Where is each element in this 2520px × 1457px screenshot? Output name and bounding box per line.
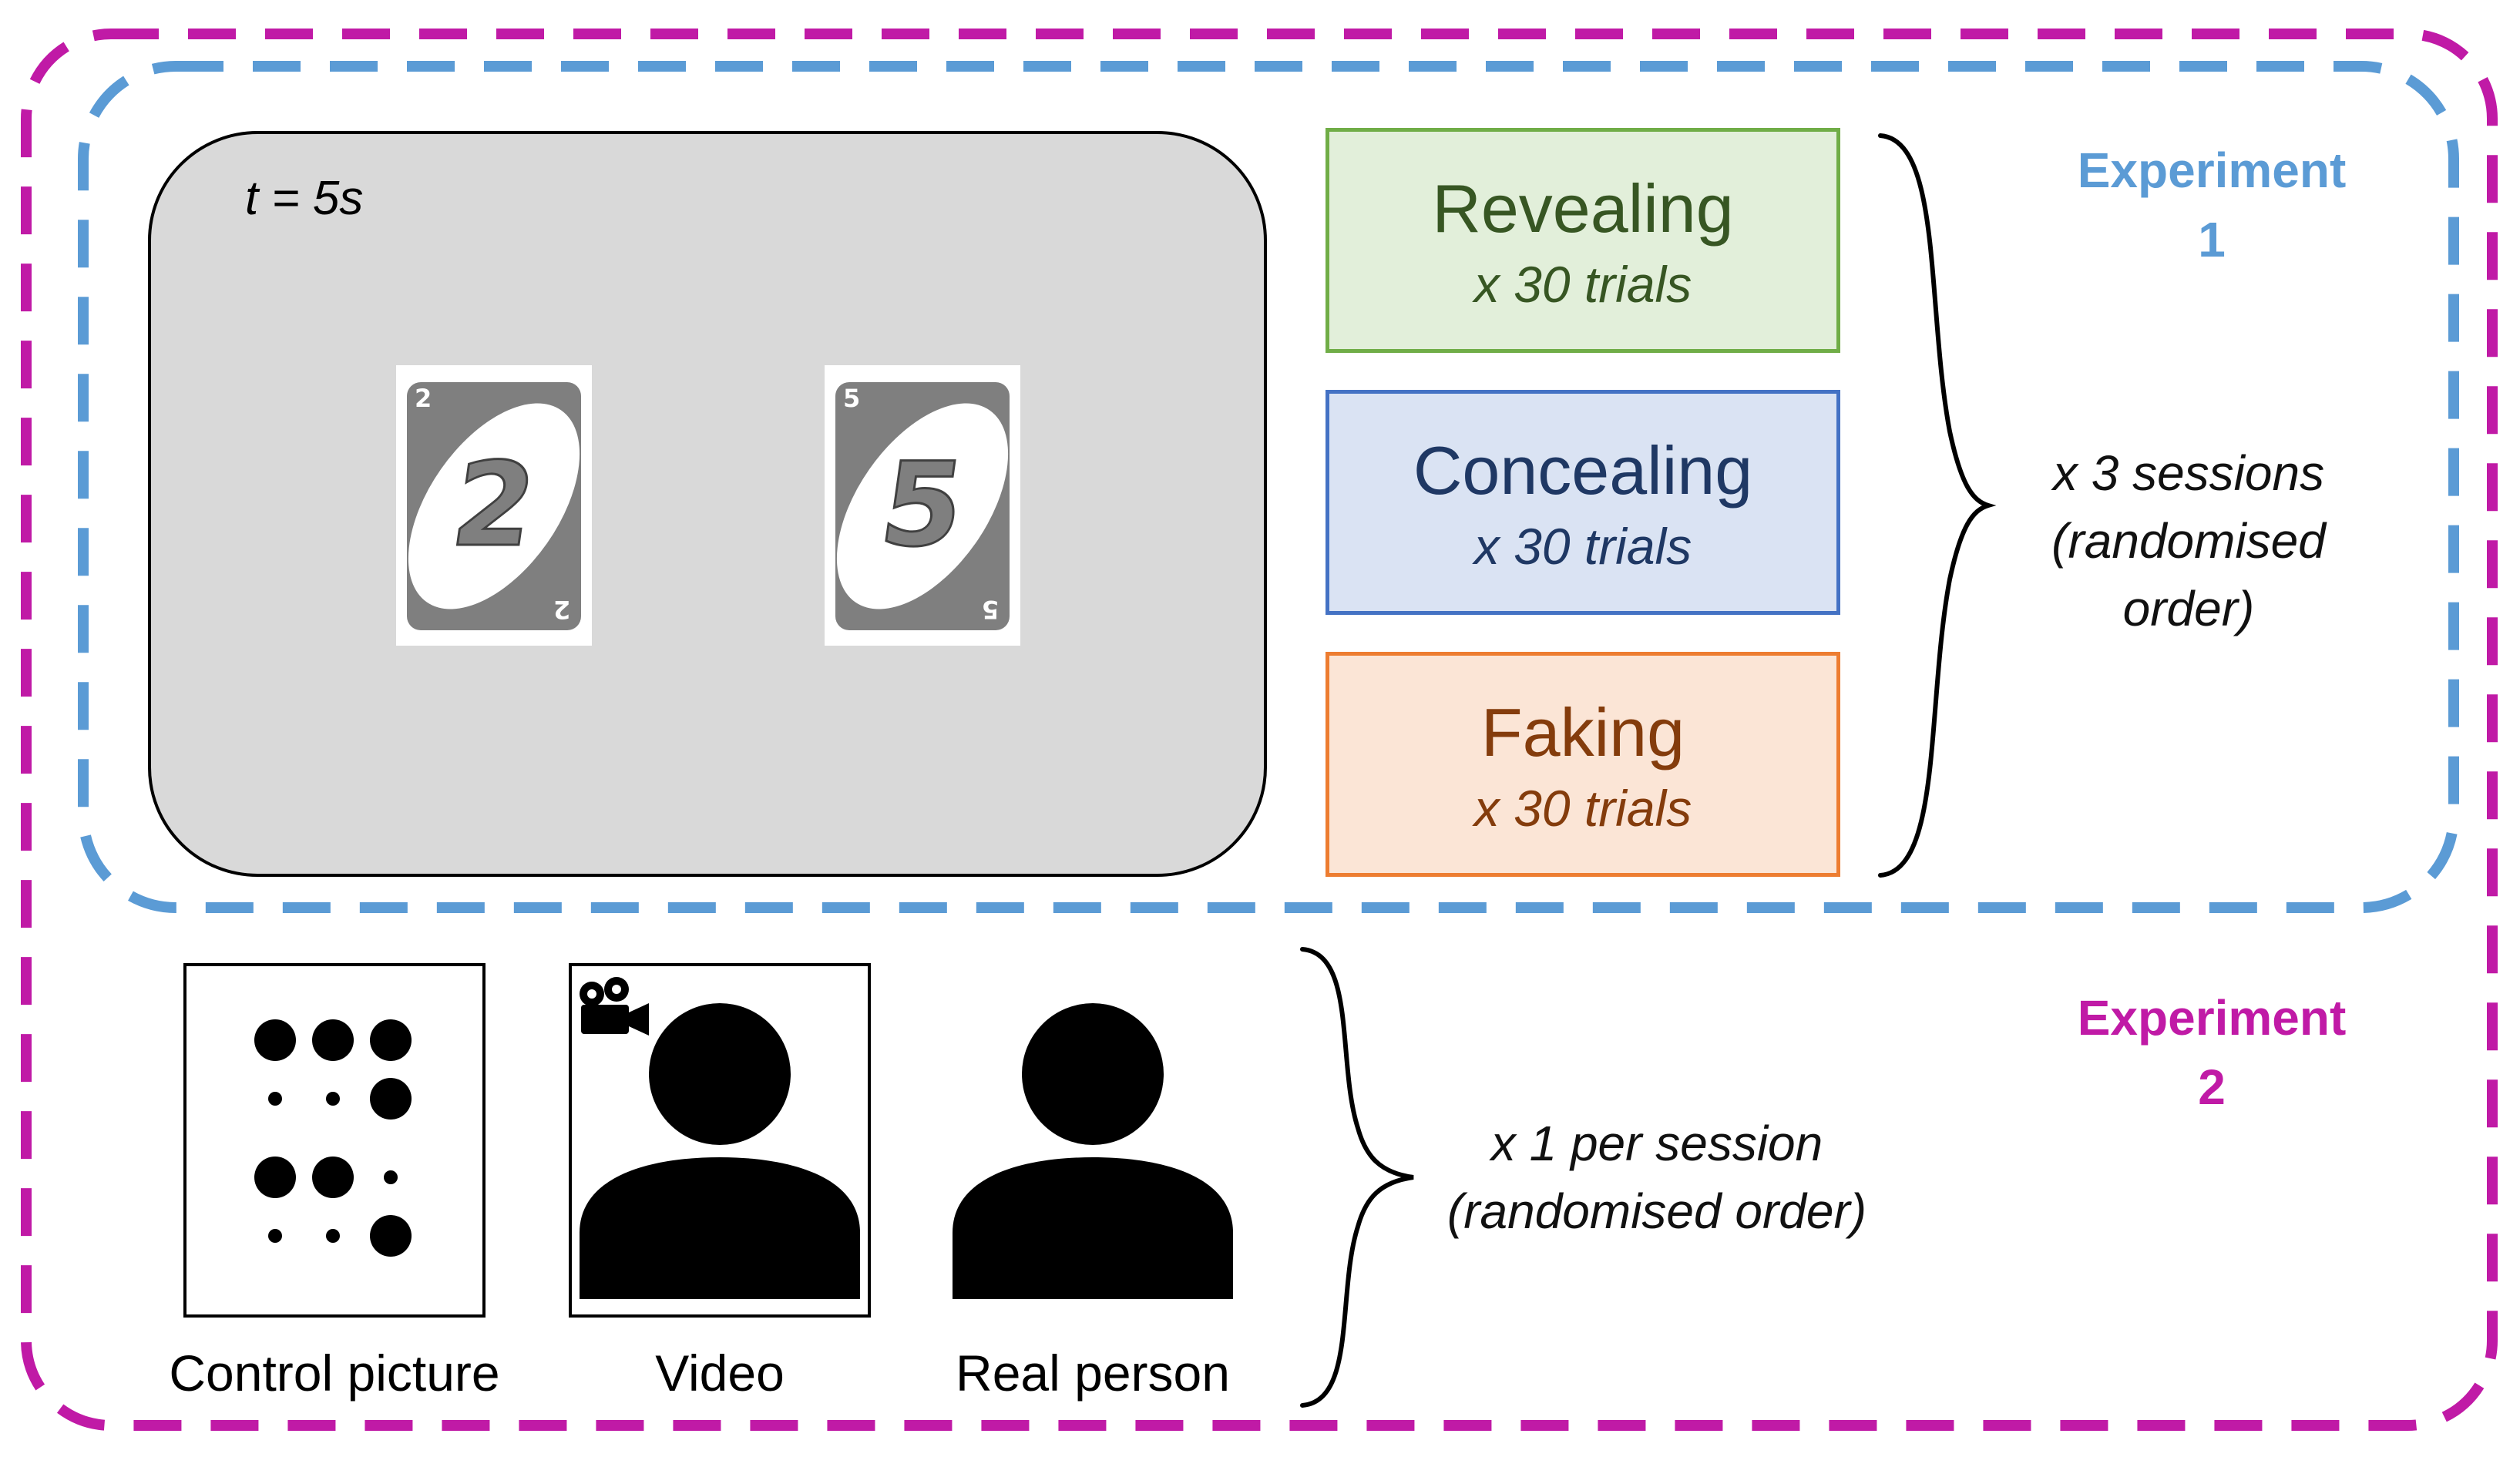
card-5-corner-top: 5: [843, 384, 861, 413]
stimulus-label-real-person: Real person: [956, 1345, 1230, 1402]
experiment2-session-note: x 1 per session (randomised order): [1410, 1110, 1903, 1245]
video-camera-icon: [580, 977, 649, 1036]
card-2-corner-bottom: 2: [553, 595, 571, 624]
experiment1-brace: [1878, 133, 1997, 878]
condition-revealing: Revealing x 30 trials: [1326, 128, 1840, 353]
condition-revealing-name: Revealing: [1432, 170, 1734, 247]
video-person-icon: [580, 1003, 860, 1299]
experiment2-title: Experiment 2: [2019, 983, 2404, 1122]
condition-faking: Faking x 30 trials: [1326, 652, 1840, 877]
experiment2-note-line2: (randomised order): [1446, 1183, 1867, 1239]
condition-concealing: Concealing x 30 trials: [1326, 390, 1840, 615]
experiment1-title: Experiment 1: [2019, 136, 2404, 274]
condition-concealing-trials: x 30 trials: [1473, 518, 1692, 575]
experiment2-border: [21, 29, 2498, 1431]
card-5-numeral: 5: [872, 438, 973, 574]
experiment1-note-line3: order): [2122, 581, 2255, 636]
card-2-numeral: 2: [443, 438, 545, 574]
card-2-corner-top: 2: [415, 384, 432, 413]
experiment2-note-line1: x 1 per session: [1490, 1116, 1823, 1171]
experiment1-note-line1: x 3 sessions: [2052, 445, 2325, 501]
condition-faking-trials: x 30 trials: [1473, 780, 1692, 837]
experiment2-title-line1: Experiment: [2077, 990, 2347, 1046]
stimulus-screen: [148, 131, 1267, 877]
stimulus-label-video: Video: [655, 1345, 785, 1402]
card-5: [825, 365, 1020, 646]
control-picture-frame: [183, 963, 486, 1318]
person-icon: [953, 1003, 1233, 1299]
card-5-oval: [836, 403, 1009, 609]
experiment1-sessions-note: x 3 sessions (randomised order): [1988, 439, 2389, 643]
dots-pattern-icon: [254, 1019, 412, 1257]
time-label: t = 5s: [245, 172, 364, 225]
experiment1-note-line2: (randomised: [2051, 513, 2326, 569]
experiment1-border: [78, 61, 2459, 913]
card-2: [396, 365, 592, 646]
card-5-corner-bottom: 5: [982, 595, 1000, 624]
experiment2-brace: [1300, 947, 1414, 1408]
experiment2-title-line2: 2: [2198, 1059, 2226, 1115]
stimulus-label-control-picture: Control picture: [169, 1345, 500, 1402]
experiment1-title-line1: Experiment: [2077, 143, 2347, 198]
card-2-oval: [408, 403, 580, 609]
condition-concealing-name: Concealing: [1413, 432, 1753, 509]
condition-revealing-trials: x 30 trials: [1473, 256, 1692, 313]
condition-faking-name: Faking: [1480, 694, 1685, 770]
experiment1-title-line2: 1: [2198, 212, 2226, 267]
